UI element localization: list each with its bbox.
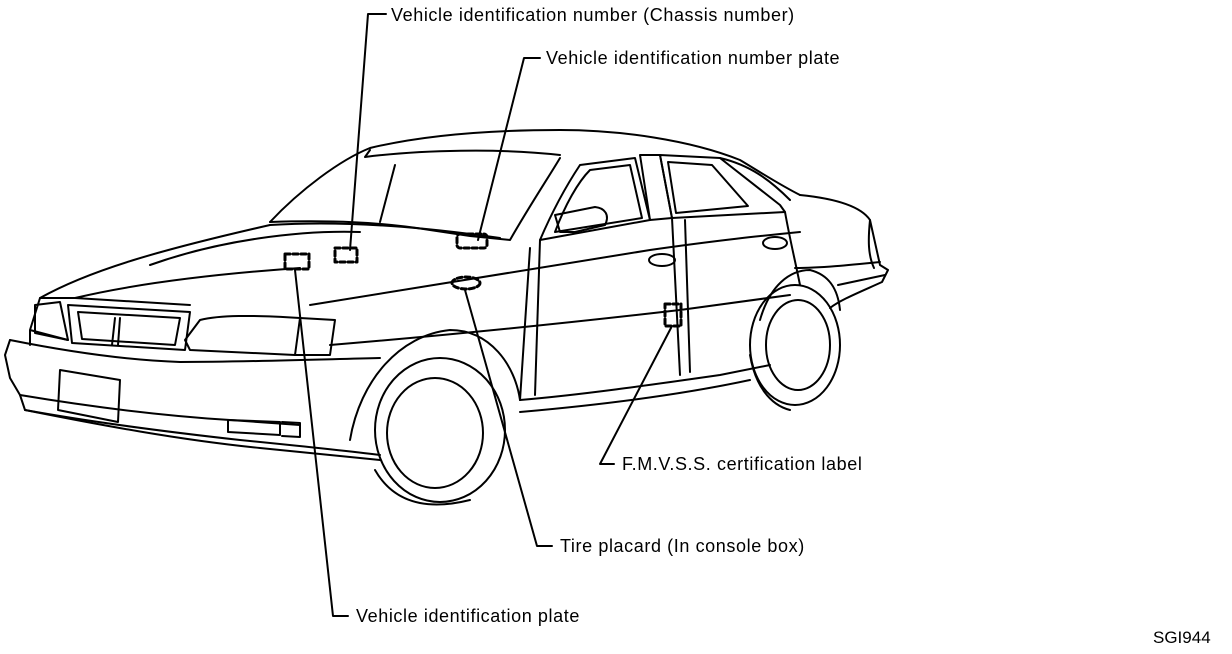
location-markers (283, 232, 683, 328)
car-body-outline (4, 129, 889, 506)
label-vin-chassis: Vehicle identification number (Chassis n… (391, 5, 795, 25)
label-fmvss: F.M.V.S.S. certification label (622, 454, 863, 474)
leader-lines (294, 13, 673, 617)
label-tire-placard: Tire placard (In console box) (560, 536, 805, 556)
marker-vin-plate (455, 232, 489, 250)
marker-tire-placard (450, 275, 482, 291)
label-vin-plate: Vehicle identification number plate (546, 48, 841, 68)
label-id-plate: Vehicle identification plate (356, 606, 580, 626)
leader-vin-plate (477, 57, 541, 241)
marker-vin-chassis (333, 246, 359, 264)
leader-tire-placard (464, 289, 553, 547)
leader-fmvss (599, 325, 673, 465)
marker-fmvss (663, 302, 683, 328)
marker-id-plate (283, 252, 311, 271)
leader-id-plate (294, 269, 349, 617)
leader-vin-chassis (349, 13, 387, 251)
figure-code: SGI944 (1153, 628, 1211, 647)
